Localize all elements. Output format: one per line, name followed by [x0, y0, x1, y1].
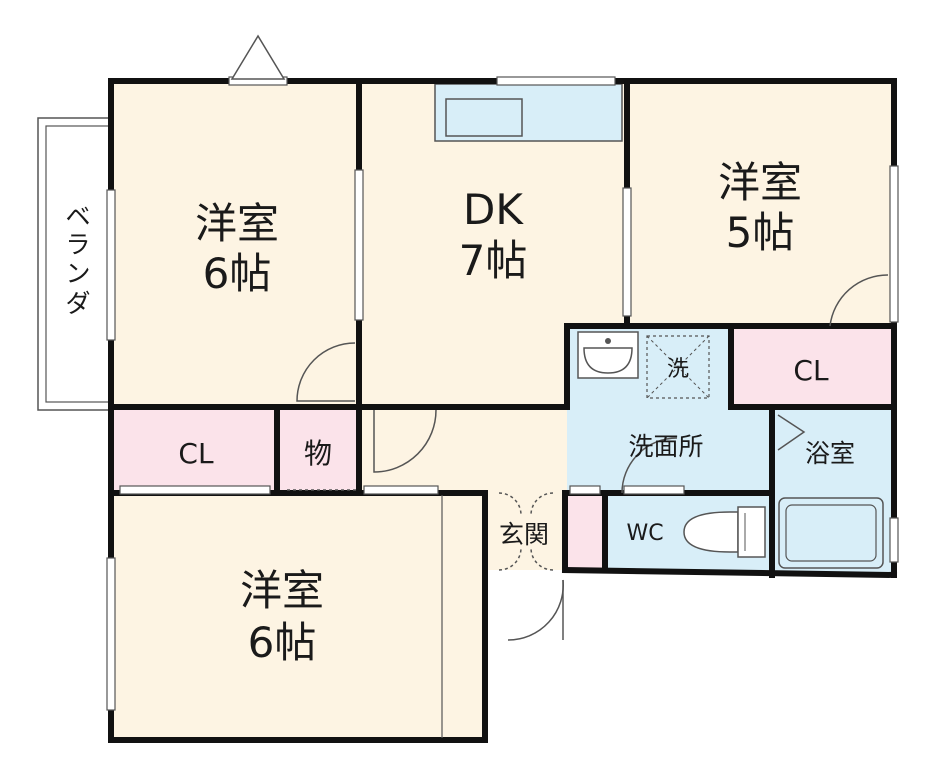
entrance-floor: [485, 493, 565, 570]
room-ne-floor: [627, 81, 894, 326]
closet-w-label: CL: [178, 437, 214, 470]
room-ne-size: 5帖: [726, 208, 795, 257]
washer-label: 洗: [667, 357, 689, 382]
room-nw-floor: [111, 81, 359, 407]
room-nw-size: 6帖: [203, 249, 272, 298]
toilet-icon: [683, 506, 766, 558]
shoe-box: [565, 493, 605, 570]
balcony-label-2: ラ: [65, 230, 90, 259]
storage-floor: [277, 410, 359, 493]
closet-w-floor: [114, 410, 277, 493]
wc-label: WC: [626, 521, 663, 546]
north-arrow-icon: [230, 34, 286, 80]
balcony-label-4: ダ: [65, 289, 90, 318]
washer-pan: [646, 335, 710, 399]
washroom-floor-2: [731, 407, 772, 493]
washroom-label: 洗面所: [628, 432, 703, 461]
bathtub: [778, 497, 884, 569]
dk-name: DK: [463, 185, 524, 234]
hall-floor: [359, 407, 567, 493]
door-swings: [296, 274, 889, 641]
entrance-label: 玄関: [499, 520, 549, 549]
room-sw-floor: [111, 493, 485, 740]
closet-e-floor: [731, 329, 891, 407]
balcony-label-3: ン: [65, 259, 90, 288]
balcony-label-1: ベ: [65, 202, 90, 231]
kitchen-sink: [445, 98, 523, 137]
bath-label: 浴室: [805, 439, 855, 468]
room-nw-name: 洋室: [195, 199, 279, 248]
room-sw-size: 6帖: [248, 618, 317, 667]
windows: [106, 76, 899, 711]
balcony: [37, 117, 112, 411]
dk-size: 7帖: [459, 236, 528, 285]
room-ne-name: 洋室: [718, 158, 802, 207]
closet-e-label: CL: [793, 354, 829, 387]
room-sw-name: 洋室: [240, 566, 324, 615]
storage-label: 物: [304, 437, 332, 470]
walls: [108, 78, 898, 743]
